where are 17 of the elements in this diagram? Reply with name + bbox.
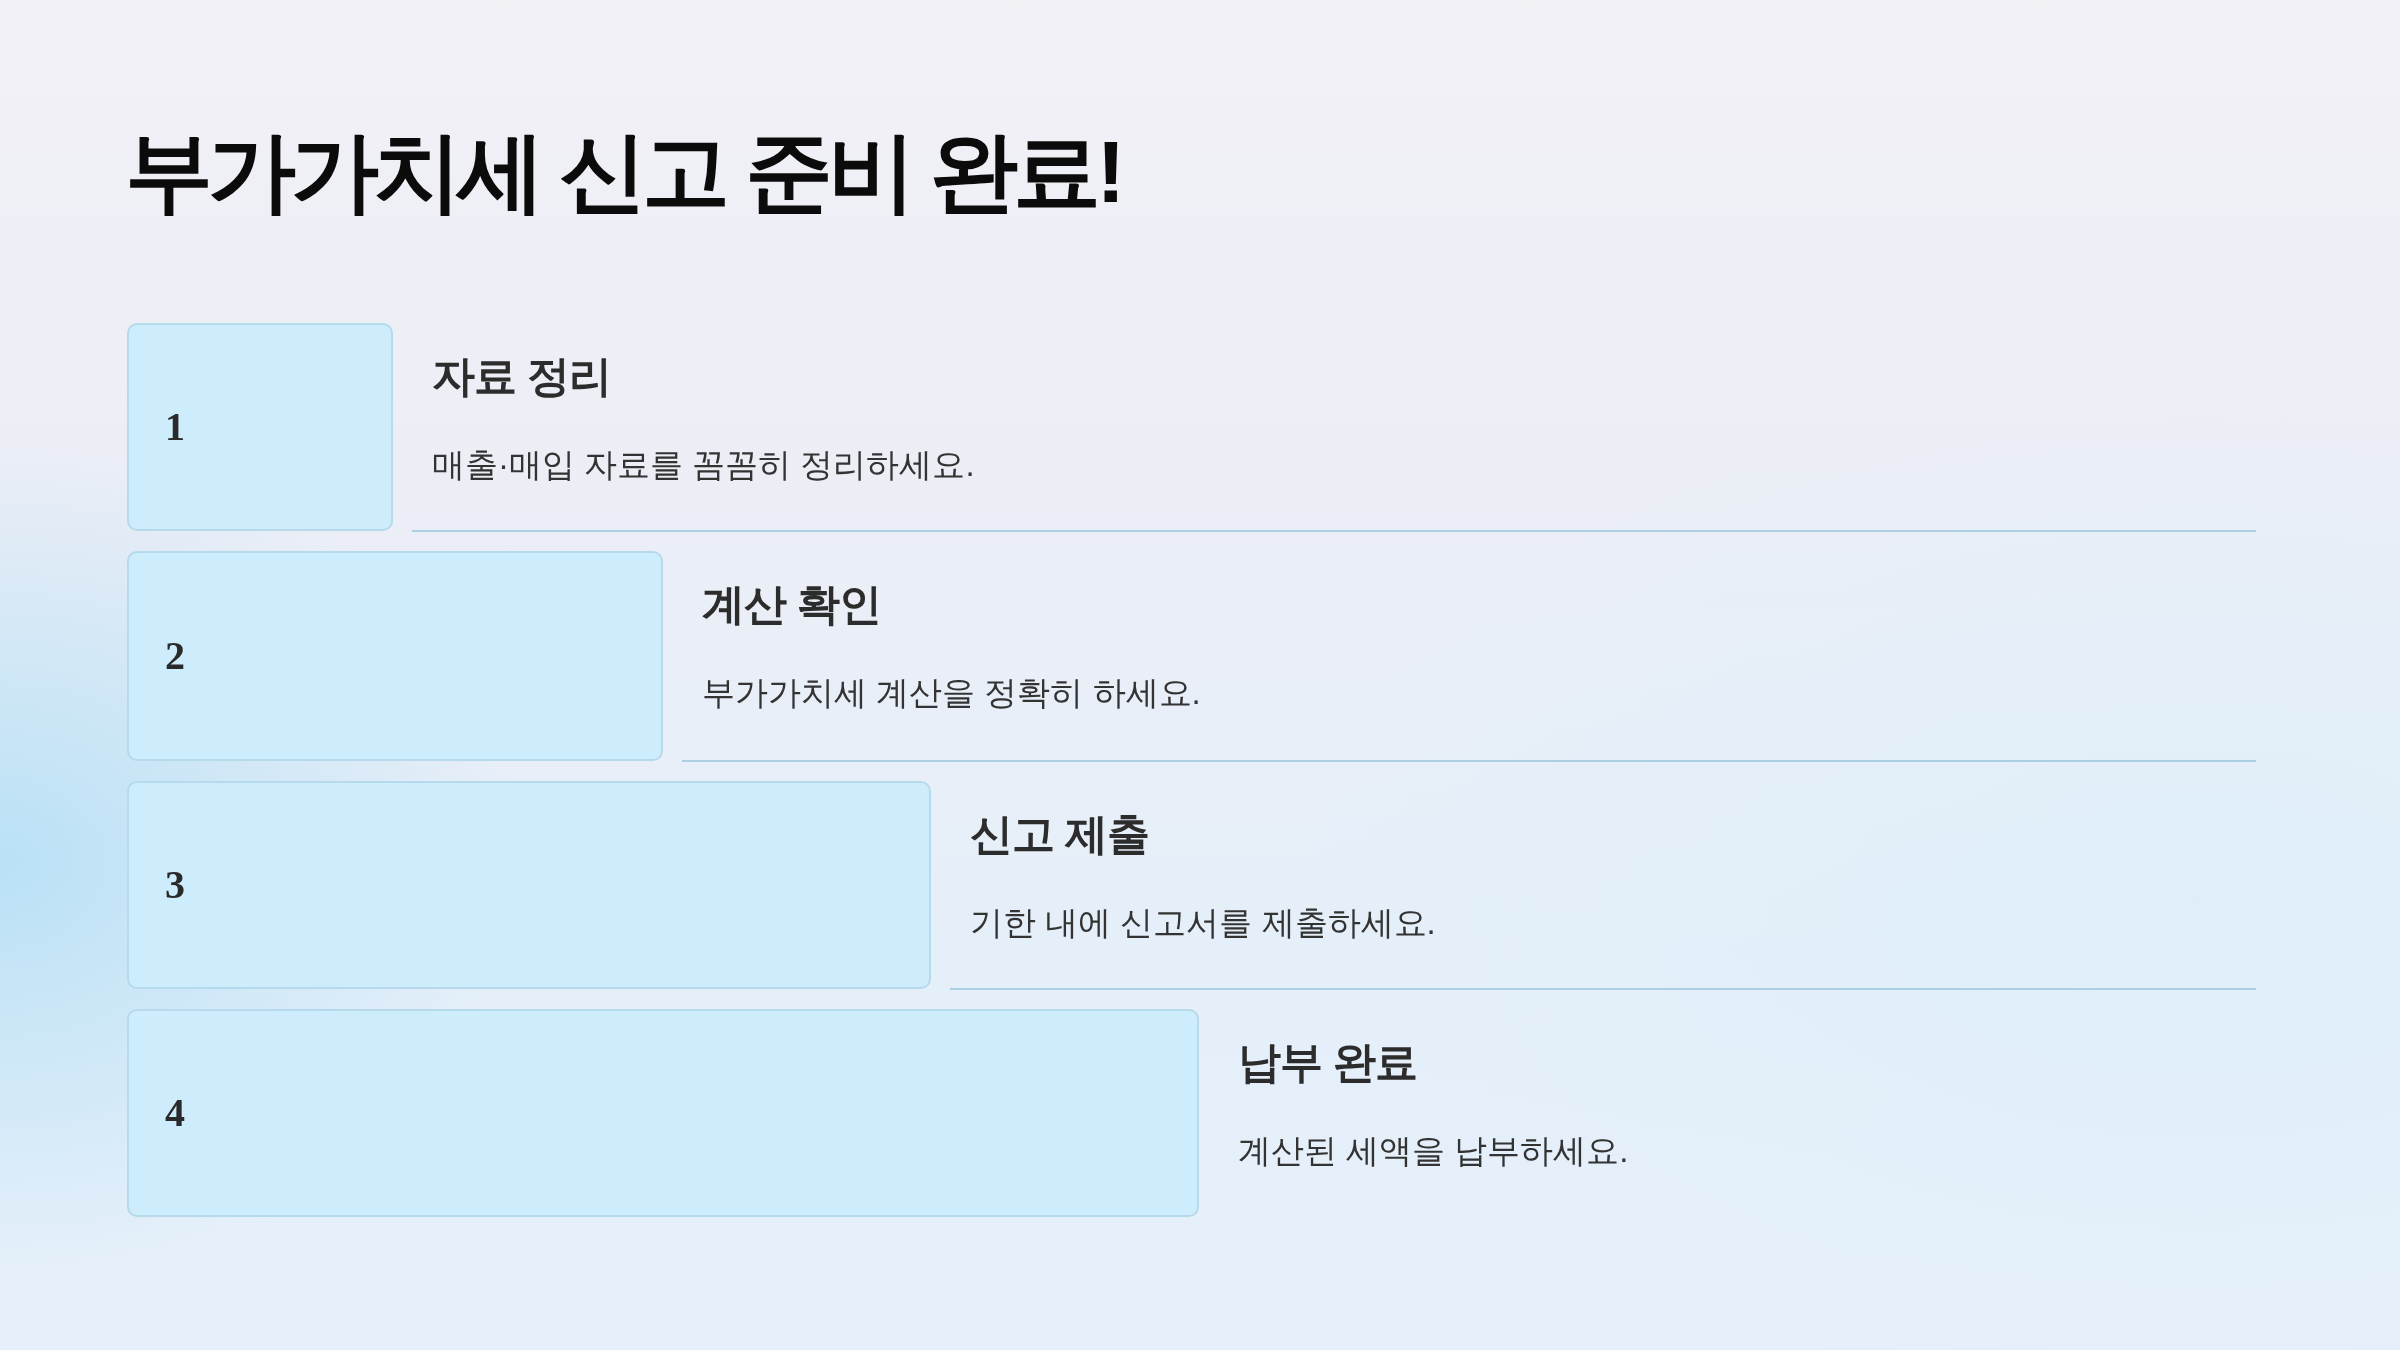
step-description: 부가가치세 계산을 정확히 하세요. — [702, 673, 1201, 713]
step-number: 3 — [165, 865, 185, 905]
step-number: 4 — [165, 1093, 185, 1133]
step-box — [127, 551, 663, 761]
step-box — [127, 1009, 1199, 1217]
step-box — [127, 323, 393, 531]
step-description: 계산된 세액을 납부하세요. — [1238, 1131, 1629, 1171]
step-heading: 계산 확인 — [702, 579, 881, 630]
step-heading: 납부 완료 — [1238, 1037, 1417, 1088]
step-number: 2 — [165, 636, 185, 676]
step-description: 기한 내에 신고서를 제출하세요. — [970, 903, 1436, 943]
step-description: 매출·매입 자료를 꼼꼼히 정리하세요. — [432, 445, 975, 485]
title: 부가가치세 신고 준비 완료! — [125, 124, 1121, 221]
step-heading: 자료 정리 — [432, 351, 611, 402]
step-heading: 신고 제출 — [970, 809, 1149, 860]
step-number: 1 — [165, 407, 185, 447]
step-box — [127, 781, 931, 989]
